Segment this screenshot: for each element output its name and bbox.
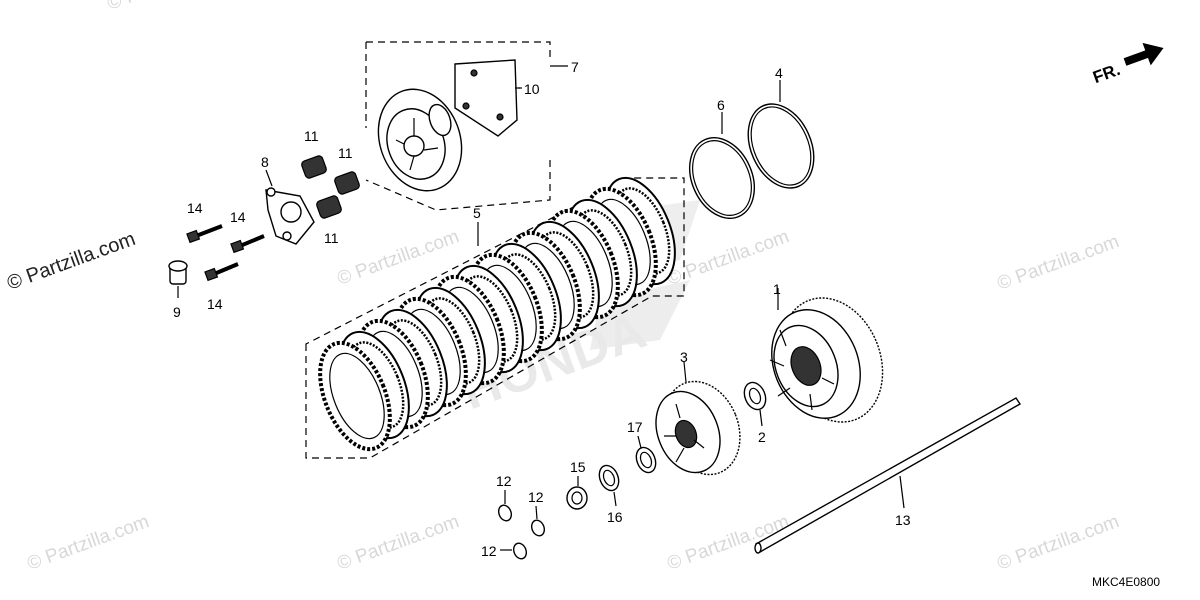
part-2-washer bbox=[743, 381, 767, 427]
part-9-bolt bbox=[168, 260, 188, 298]
callout-16: 16 bbox=[607, 509, 623, 525]
callout-10: 10 bbox=[524, 81, 540, 97]
watermark: © Partzilla.com bbox=[995, 231, 1122, 295]
watermark: © Partzilla.com bbox=[4, 228, 138, 295]
part-16-washer bbox=[598, 464, 620, 507]
group-box-5 bbox=[305, 177, 685, 459]
callout-12: 12 bbox=[496, 473, 512, 489]
callout-11: 11 bbox=[324, 230, 339, 246]
watermark: © Partzilla.com bbox=[25, 511, 152, 575]
part-3-clutch-center bbox=[655, 361, 741, 476]
callout-11: 11 bbox=[338, 145, 353, 161]
bolts-14 bbox=[186, 224, 265, 282]
callout-12: 12 bbox=[481, 543, 497, 559]
watermark: © Partzilla.com bbox=[105, 0, 232, 15]
springs-11 bbox=[301, 155, 360, 219]
callout-12: 12 bbox=[528, 489, 544, 505]
callout-5: 5 bbox=[473, 205, 481, 221]
watermark: © Partzilla.com bbox=[995, 511, 1122, 575]
callout-13: 13 bbox=[895, 512, 911, 528]
part-8-plate bbox=[265, 169, 315, 245]
callout-7: 7 bbox=[571, 59, 579, 75]
callout-1: 1 bbox=[773, 281, 781, 297]
part-12-clips bbox=[497, 490, 546, 560]
part-10-plate bbox=[454, 59, 520, 137]
callout-9: 9 bbox=[173, 304, 181, 320]
callout-labels: 1 2 3 4 5 6 7 8 9 10 11 11 11 12 12 12 1… bbox=[173, 59, 911, 559]
front-direction-arrow: FR. bbox=[1090, 42, 1164, 87]
callout-3: 3 bbox=[680, 349, 688, 365]
part-17-washer bbox=[635, 435, 657, 474]
callout-11: 11 bbox=[304, 128, 319, 144]
part-1-clutch-outer bbox=[769, 288, 884, 423]
diagram-code: MKC4E0800 bbox=[1092, 575, 1160, 589]
part-7-cover bbox=[377, 88, 463, 192]
callout-6: 6 bbox=[717, 97, 725, 113]
callout-14: 14 bbox=[230, 209, 246, 225]
callout-2: 2 bbox=[758, 429, 766, 445]
callout-14: 14 bbox=[187, 200, 203, 216]
part-13-rod bbox=[754, 397, 1021, 554]
part-6-ring bbox=[689, 112, 755, 219]
clutch-disc-stack bbox=[318, 176, 676, 452]
callout-4: 4 bbox=[775, 65, 783, 81]
group-box-7 bbox=[365, 41, 568, 211]
part-4-ring bbox=[747, 80, 815, 189]
front-direction-label: FR. bbox=[1090, 60, 1122, 87]
callout-15: 15 bbox=[570, 459, 586, 475]
callout-14: 14 bbox=[207, 296, 223, 312]
callout-8: 8 bbox=[261, 154, 269, 170]
watermark: © Partzilla.com bbox=[335, 511, 462, 575]
callout-17: 17 bbox=[627, 419, 643, 435]
clutch-disc bbox=[318, 340, 392, 452]
part-15-nut bbox=[566, 476, 588, 510]
